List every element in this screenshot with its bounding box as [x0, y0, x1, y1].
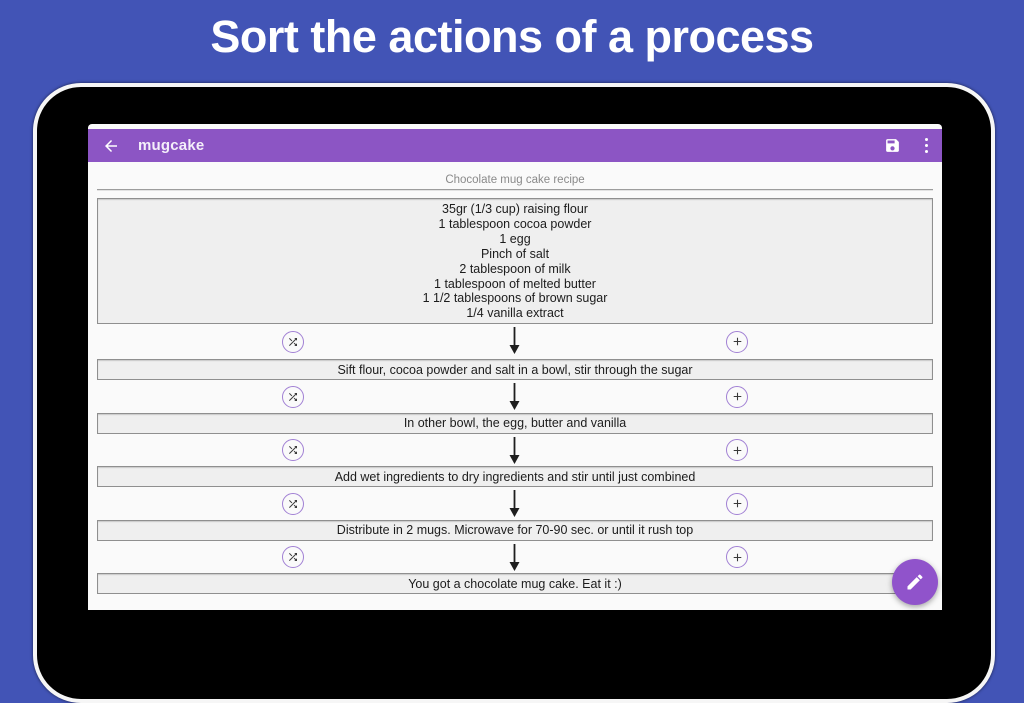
connector-row — [88, 380, 942, 413]
pencil-icon — [905, 572, 925, 592]
swap-steps-button[interactable] — [282, 546, 304, 568]
swap-steps-button[interactable] — [282, 439, 304, 461]
down-arrow-icon — [508, 383, 521, 416]
ingredient-line: 1/4 vanilla extract — [466, 306, 564, 321]
back-button[interactable] — [102, 137, 120, 155]
step-node[interactable]: In other bowl, the egg, butter and vanil… — [97, 412, 933, 434]
swap-steps-button[interactable] — [282, 330, 304, 353]
ingredient-line: 1 egg — [499, 231, 531, 246]
page-title: Sort the actions of a process — [210, 11, 814, 62]
vertical-dots-icon — [923, 136, 931, 156]
ingredient-line: 35gr (1/3 cup) raising flour — [442, 202, 588, 216]
plus-icon — [731, 444, 744, 457]
step-node[interactable]: Distribute in 2 mugs. Microwave for 70-9… — [97, 519, 933, 541]
shuffle-icon — [287, 336, 299, 348]
app-bar: mugcake — [88, 129, 942, 162]
shuffle-icon — [287, 551, 299, 563]
add-step-button[interactable] — [726, 492, 748, 515]
ingredients-node[interactable]: 35gr (1/3 cup) raising flour 1 tablespoo… — [97, 198, 933, 325]
ingredient-line: 1 tablespoon cocoa powder — [438, 216, 592, 231]
overflow-menu-button[interactable] — [923, 136, 931, 156]
app-bar-actions — [884, 136, 931, 156]
add-step-button[interactable] — [726, 330, 748, 353]
plus-icon — [731, 390, 744, 403]
title-underline — [97, 189, 933, 191]
connector-row — [88, 324, 942, 359]
step-node[interactable]: Sift flour, cocoa powder and salt in a b… — [97, 359, 933, 381]
tablet-frame: mugcake Chocolate mug cake recipe 35gr (… — [33, 83, 995, 703]
down-arrow-icon — [508, 490, 521, 523]
ingredient-line: 1 tablespoon of melted butter — [434, 276, 596, 291]
down-arrow-icon — [508, 436, 521, 470]
step-node[interactable]: Add wet ingredients to dry ingredients a… — [97, 466, 933, 488]
connector-row — [88, 541, 942, 574]
step-node[interactable]: You got a chocolate mug cake. Eat it :) — [97, 573, 933, 595]
down-arrow-icon — [508, 327, 521, 360]
down-arrow-icon — [508, 543, 521, 577]
recipe-title-field[interactable]: Chocolate mug cake recipe — [445, 174, 585, 186]
add-step-button[interactable] — [726, 439, 748, 461]
ingredient-line: Pinch of salt — [480, 246, 550, 261]
plus-icon — [731, 335, 744, 348]
arrow-left-icon — [102, 137, 120, 155]
shuffle-icon — [287, 444, 299, 456]
plus-icon — [731, 551, 744, 564]
ingredient-line: 1 1/2 tablespoons of brown sugar — [422, 291, 608, 306]
save-icon — [884, 137, 901, 154]
app-bar-title: mugcake — [138, 137, 205, 154]
add-step-button[interactable] — [726, 385, 748, 408]
add-step-button[interactable] — [726, 546, 748, 568]
plus-icon — [731, 497, 744, 510]
swap-steps-button[interactable] — [282, 385, 304, 408]
shuffle-icon — [287, 498, 299, 510]
edit-fab-button[interactable] — [892, 559, 938, 605]
tablet-screen: mugcake Chocolate mug cake recipe 35gr (… — [88, 124, 942, 610]
connector-row — [88, 487, 942, 520]
swap-steps-button[interactable] — [282, 492, 304, 515]
shuffle-icon — [287, 391, 299, 403]
ingredient-line: 2 tablespoon of milk — [459, 261, 571, 276]
save-button[interactable] — [884, 137, 901, 154]
connector-row — [88, 434, 942, 467]
